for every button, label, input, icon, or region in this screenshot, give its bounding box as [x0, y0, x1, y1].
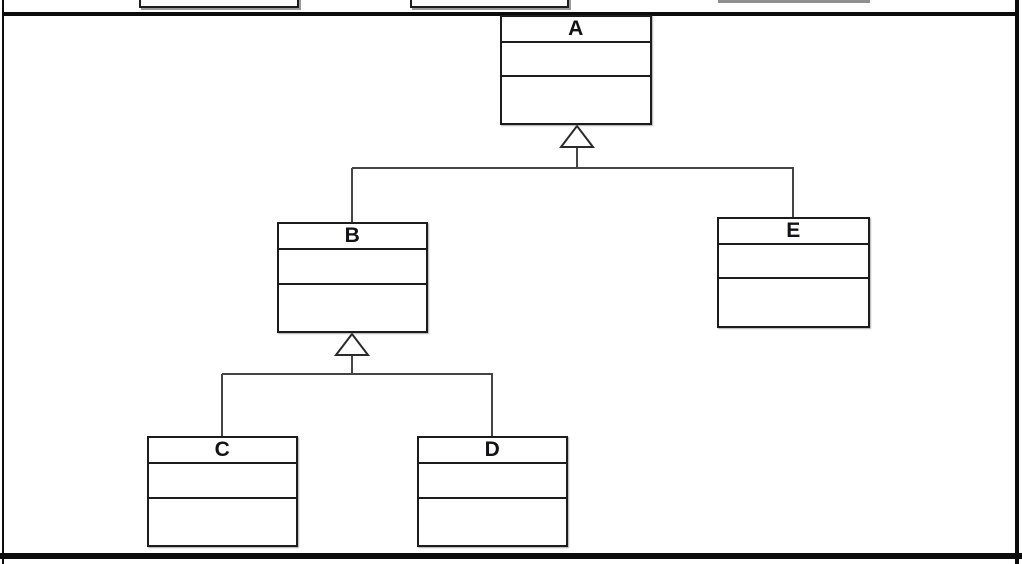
class-e-title: E	[719, 219, 868, 245]
class-a-operations	[502, 77, 650, 123]
class-d-operations	[419, 499, 566, 545]
class-e-attributes	[719, 245, 868, 279]
frame-bottom-border	[0, 553, 1022, 559]
class-box-c: C	[147, 436, 298, 547]
cropped-box-top-right-line	[718, 0, 870, 3]
class-c-title: C	[149, 438, 296, 464]
frame-top-border	[2, 12, 1019, 16]
class-b-title: B	[279, 224, 426, 250]
class-box-d: D	[417, 436, 568, 547]
class-a-title: A	[502, 17, 650, 43]
class-box-b: B	[277, 222, 428, 333]
cropped-box-top-left	[139, 0, 299, 8]
class-b-attributes	[279, 250, 426, 285]
frame-left-border	[2, 0, 4, 564]
class-b-operations	[279, 285, 426, 331]
class-e-operations	[719, 279, 868, 326]
class-box-a: A	[500, 15, 652, 125]
class-c-operations	[149, 499, 296, 545]
class-c-attributes	[149, 464, 296, 499]
generalization-triangle-to-a	[558, 124, 596, 148]
class-box-e: E	[717, 217, 870, 328]
class-a-attributes	[502, 43, 650, 77]
cropped-box-top-middle	[410, 0, 569, 8]
generalization-triangle-to-b	[333, 332, 371, 356]
class-d-title: D	[419, 438, 566, 464]
class-d-attributes	[419, 464, 566, 499]
frame-right-border	[1015, 0, 1019, 564]
